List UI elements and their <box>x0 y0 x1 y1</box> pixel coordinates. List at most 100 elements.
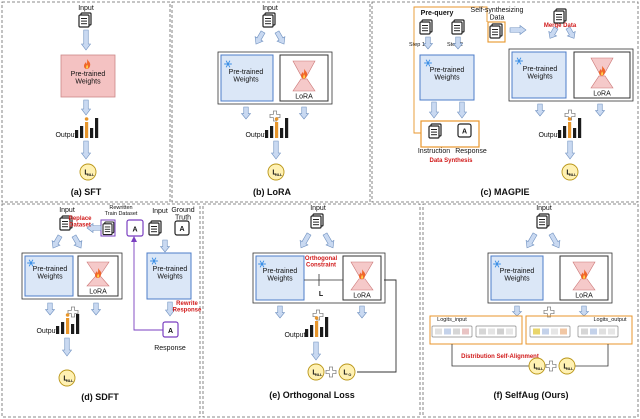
bar-chart-icon-bar <box>85 122 89 138</box>
document-icon <box>102 221 115 236</box>
magpie-arrow-in-left <box>548 26 559 39</box>
plus-icon <box>312 309 324 321</box>
loss-subscript: NLL <box>315 373 323 377</box>
snowflake-icon <box>27 259 35 267</box>
bar-chart-icon <box>75 117 99 138</box>
sdft-response-label: Response <box>154 345 186 352</box>
flow-arrow-shape <box>274 305 286 319</box>
lora-arrow-in-left <box>254 30 266 45</box>
magpie-arrow-response <box>456 101 468 119</box>
logits-bar <box>475 325 517 338</box>
flow-arrow-shape <box>80 29 92 51</box>
loss-label: L <box>533 364 538 371</box>
magpie-arrow-out-right <box>594 103 606 117</box>
selfaug-logits-output-label: Logits_output <box>593 317 626 323</box>
lora-arrow-in-right <box>274 30 286 45</box>
logits-cell <box>533 328 540 335</box>
bar-chart-icon-bar <box>310 325 314 337</box>
pretrained-weights-box <box>255 255 305 301</box>
bar-chart-icon-dot <box>567 117 572 121</box>
orth-arrow-out-left <box>274 305 286 319</box>
orth-arrow-in-right <box>322 232 335 249</box>
bar-chart-icon-bar <box>315 321 319 337</box>
letter-box-label: A <box>168 328 173 335</box>
sdft-outer-frame <box>21 252 123 300</box>
lora-outer-frame <box>217 51 333 105</box>
loss-icon-circle <box>307 363 325 381</box>
bar-chart-icon-bar <box>80 126 84 138</box>
fire-icon <box>359 269 366 280</box>
bar-chart-icon-bar <box>75 130 79 138</box>
loss-label: L <box>272 170 277 177</box>
snowflake-icon-arm <box>259 260 265 268</box>
snowflake-icon <box>258 260 266 268</box>
logits-cell <box>542 328 549 335</box>
lora-label: LoRA <box>575 293 593 300</box>
orth-arrow-out-right <box>356 305 368 319</box>
bar-chart-icon-bar <box>270 126 274 138</box>
loss-subscript: NLL <box>66 379 74 383</box>
flow-arrow-shape <box>509 24 527 36</box>
logits-cell <box>488 328 495 335</box>
flow-arrow-shape <box>159 239 171 253</box>
lora-arrow-loss <box>270 140 282 160</box>
lora-arrow-out-left <box>240 106 252 120</box>
sdft-arrow-to-model <box>159 239 171 253</box>
flow-arrow-shape <box>452 36 464 50</box>
orth-arrow-loss <box>310 341 322 361</box>
logits-bar <box>577 325 619 338</box>
flow-arrow-shape <box>422 36 434 50</box>
bar-chart-icon-dot <box>84 117 89 121</box>
plus-icon-shape <box>67 306 79 318</box>
magpie-outer-frame <box>508 48 634 102</box>
magpie-arrow-step1 <box>422 36 434 50</box>
loss-subscript: NLL <box>275 173 283 177</box>
bar-chart-icon-bar <box>61 322 65 334</box>
sdft-arrow-out-left <box>44 302 56 316</box>
plus-icon-shape <box>269 110 281 122</box>
lora-up-projection <box>590 75 614 89</box>
snowflake-icon-arm <box>494 260 500 268</box>
selfaug-arrow-in-left <box>525 232 538 249</box>
sdft-arrow-replace <box>86 222 102 234</box>
loss-subscript: O <box>348 373 351 377</box>
sft-arrow-1 <box>80 29 92 51</box>
fire-icon <box>599 65 606 76</box>
document-icon <box>536 213 550 229</box>
plus-icon-shape <box>564 109 576 121</box>
document-icon <box>59 215 73 231</box>
fire-icon-core <box>601 71 604 76</box>
fire-icon <box>84 59 91 69</box>
bar-chart-icon <box>558 117 582 138</box>
orth-output-label: Output <box>284 332 305 339</box>
fire-icon-core <box>303 74 306 79</box>
pretrained-weights-box <box>511 51 567 99</box>
magpie-instruction-label: Instruction <box>418 148 450 155</box>
snowflake-icon <box>150 257 158 265</box>
panel-orthogonal-loss <box>202 203 421 418</box>
bar-chart-icon-bar <box>573 128 577 138</box>
logits-cell <box>462 328 469 335</box>
selfaug-input-label: Input <box>536 205 552 212</box>
flow-arrow-shape <box>594 103 606 117</box>
fire-icon-flame <box>95 268 102 278</box>
fire-icon <box>301 68 308 79</box>
bar-chart-icon-bar <box>76 314 80 334</box>
snowflake-icon-arm <box>516 57 522 65</box>
letter-box-label: A <box>179 226 184 233</box>
lora-arrow-out-right <box>298 106 310 120</box>
magpie-arrow-out-left <box>534 103 546 117</box>
magpie-merge-label: Merge Data <box>544 23 577 29</box>
logits-cell <box>497 328 504 335</box>
lora-up-projection <box>292 78 316 92</box>
flow-arrow-shape <box>254 30 266 45</box>
loss-label: L <box>63 376 68 383</box>
sdft-arrow-out-right <box>90 302 102 316</box>
bar-chart-icon-bar <box>325 317 329 337</box>
bar-chart-icon-bar <box>563 126 567 138</box>
caption-c: (c) MAGPIE <box>480 187 529 197</box>
snowflake-icon <box>493 260 501 268</box>
